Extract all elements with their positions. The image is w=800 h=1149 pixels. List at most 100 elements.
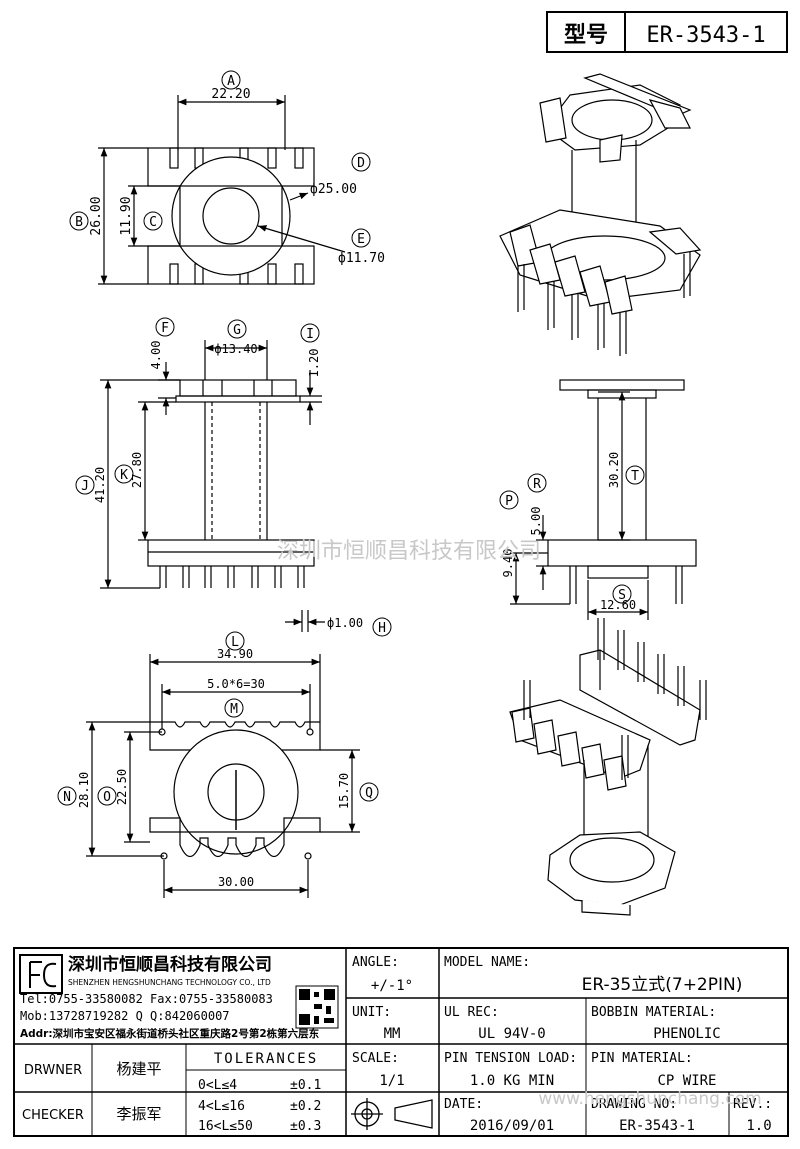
projection-symbol <box>351 1098 433 1130</box>
dim-m: 5.0*6=30 <box>207 677 265 691</box>
checker-name: 李振军 <box>116 1105 161 1123</box>
isometric-view-bottom <box>509 618 707 916</box>
label-c: C <box>149 215 157 230</box>
ul-label: UL REC: <box>444 1005 499 1020</box>
dim-p: 9.40 <box>501 549 515 578</box>
dim-e: ф11.70 <box>338 251 385 266</box>
dim-t: 30.20 <box>607 452 621 488</box>
label-s: S <box>618 588 626 603</box>
label-b: B <box>75 215 83 230</box>
dim-d: ф25.00 <box>310 182 357 197</box>
tolerances-label: TOLERANCES <box>214 1051 318 1067</box>
dim-l: 34.90 <box>217 647 253 661</box>
label-r: R <box>533 477 541 492</box>
tol-2-range: 4<L≤16 <box>198 1099 245 1114</box>
rev-value: 1.0 <box>746 1118 771 1134</box>
dim-n: 28.10 <box>77 772 91 808</box>
label-d: D <box>357 156 365 171</box>
dim-b: 26.00 <box>89 196 104 235</box>
company-name-en: SHENZHEN HENGSHUNCHANG TECHNOLOGY CO., L… <box>68 978 271 987</box>
label-q: Q <box>365 786 373 801</box>
isometric-view-top <box>499 73 702 356</box>
watermark-company: 深圳市恒顺昌科技有限公司 <box>277 539 541 564</box>
rev-label: REV.: <box>733 1097 772 1112</box>
ul-value: UL 94V-0 <box>478 1026 545 1042</box>
bobbin-value: PHENOLIC <box>653 1026 720 1042</box>
label-n: N <box>63 790 71 805</box>
label-h: H <box>378 621 386 636</box>
label-j: J <box>81 479 89 494</box>
dim-q: 15.70 <box>337 773 351 809</box>
model-name-label: MODEL NAME: <box>444 955 530 970</box>
top-view-labels: A 22.20 B 26.00 C 11.90 D ф25.00 E ф11.7… <box>69 70 385 266</box>
dim-h: ф1.00 <box>327 616 363 630</box>
tol-1-val: ±0.1 <box>290 1078 321 1093</box>
label-i: I <box>306 327 314 342</box>
model-header: 型号 ER-3543-1 <box>546 11 788 53</box>
pin-material-value: CP WIRE <box>657 1073 716 1089</box>
tol-3-val: ±0.3 <box>290 1119 321 1134</box>
unit-label: UNIT: <box>352 1005 391 1020</box>
title-block <box>13 947 789 1137</box>
company-logo <box>19 954 63 994</box>
qr-code <box>295 985 339 1029</box>
label-t: T <box>631 469 639 484</box>
model-label: 型号 <box>564 23 608 48</box>
drawer-name: 杨建平 <box>116 1060 161 1078</box>
watermark-url: www.hengshunchang.com <box>538 1089 761 1109</box>
label-m: M <box>230 702 238 717</box>
dim-r: 5.00 <box>529 507 543 536</box>
dim-f: 4.00 <box>149 341 163 370</box>
model-value: ER-3543-1 <box>646 23 765 48</box>
label-p: P <box>505 494 513 509</box>
scale-value: 1/1 <box>379 1073 404 1089</box>
angle-value: +/-1° <box>371 978 413 994</box>
date-value: 2016/09/01 <box>470 1118 554 1134</box>
dim-a: 22.20 <box>211 87 250 102</box>
dim-j: 41.20 <box>93 467 107 503</box>
date-label: DATE: <box>444 1097 483 1112</box>
side-view <box>510 379 697 620</box>
dim-i: 1.20 <box>307 349 321 378</box>
label-o: O <box>103 790 111 805</box>
dim-bottom: 30.00 <box>218 875 254 889</box>
label-f: F <box>161 321 169 336</box>
dim-c: 11.90 <box>119 196 134 235</box>
company-name-cn: 深圳市恒顺昌科技有限公司 <box>68 954 272 975</box>
pin-tension-label: PIN TENSION LOAD: <box>444 1051 577 1066</box>
company-tel: Tel:0755-33580082 Fax:0755-33580083 <box>20 992 273 1006</box>
tol-1-range: 0<L≤4 <box>198 1078 237 1093</box>
label-l: L <box>231 635 239 650</box>
label-k: K <box>120 468 128 483</box>
dim-k: 27.80 <box>130 452 144 488</box>
company-addr: Addr:深圳市宝安区福永街道桥头社区重庆路2号第2栋第六层东 <box>20 1027 320 1040</box>
bottom-view <box>86 654 360 898</box>
bobbin-label: BOBBIN MATERIAL: <box>591 1005 716 1020</box>
label-e: E <box>357 232 365 247</box>
label-a: A <box>227 74 235 89</box>
core-hole <box>202 187 260 245</box>
unit-value: MM <box>384 1026 401 1042</box>
front-view-labels: F 4.00 G ф13.40 I 1.20 J 41.20 K 27.80 H… <box>75 317 392 637</box>
drawer-label: DRWNER <box>24 1063 82 1078</box>
drawing-no-value: ER-3543-1 <box>619 1118 695 1134</box>
angle-label: ANGLE: <box>352 955 399 970</box>
tol-2-val: ±0.2 <box>290 1099 321 1114</box>
label-g: G <box>233 323 241 338</box>
dim-s: 12.60 <box>600 598 636 612</box>
pin-material-label: PIN MATERIAL: <box>591 1051 693 1066</box>
company-mob: Mob:13728719282 Q Q:842060007 <box>20 1009 230 1023</box>
model-name-value: ER-35立式(7+2PIN) <box>582 975 743 995</box>
drawing-no-label: DRAWING NO: <box>591 1097 677 1112</box>
dim-g: ф13.40 <box>214 342 257 356</box>
bottom-view-labels: L 34.90 M 5.0*6=30 N 28.10 O 22.50 Q 15.… <box>57 631 379 889</box>
dim-o: 22.50 <box>115 769 129 805</box>
tol-3-range: 16<L≤50 <box>198 1119 253 1134</box>
scale-label: SCALE: <box>352 1051 399 1066</box>
pin-tension-value: 1.0 KG MIN <box>470 1073 554 1089</box>
side-view-labels: P 9.40 R 5.00 S 12.60 T 30.20 <box>499 452 645 612</box>
flange-circle <box>171 156 291 276</box>
top-view <box>98 95 346 285</box>
front-view <box>100 340 325 632</box>
